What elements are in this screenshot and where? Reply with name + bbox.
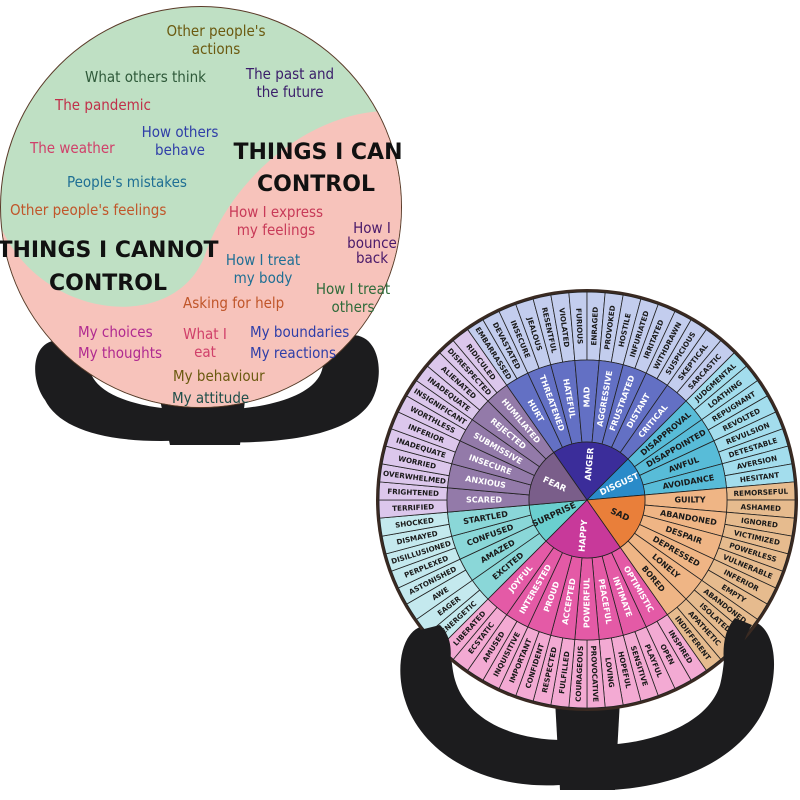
can-control-item: back: [356, 249, 388, 267]
can-control-item: How I treat: [226, 251, 300, 269]
outer-feeling-label: LOVING: [603, 657, 616, 688]
right-stand-front: [420, 618, 752, 690]
middle-feeling-label: MAD: [583, 386, 592, 407]
feelings-wheel: EMBARRASSEDDEVASTATEDINSECUREJEALOUSRESE…: [376, 289, 798, 711]
cannot-control-item: Other people's: [166, 22, 265, 40]
core-emotion-segment: [553, 441, 629, 501]
middle-feeling-label: POWERFUL: [583, 578, 592, 628]
outer-feeling-label: ASHAMED: [740, 502, 781, 513]
core-emotion-segment: [528, 451, 588, 506]
can-control-item: My boundaries: [250, 323, 349, 341]
cannot-control-item: The past and: [245, 65, 334, 83]
can-control-item: eat: [194, 343, 216, 361]
cannot-control-item: the future: [256, 83, 323, 101]
can-control-item: Asking for help: [183, 294, 284, 312]
left-plaque-stand: [35, 335, 379, 445]
outer-feeling-label: REMORSEFUL: [733, 487, 788, 498]
cannot-control-item: People's mistakes: [67, 173, 187, 191]
cannot-control-item: The weather: [29, 139, 115, 157]
can-control-item: How I express: [229, 203, 323, 221]
can-control-region: [1, 110, 401, 407]
can-control-item: my feelings: [237, 221, 315, 239]
outer-feeling-label: ENRAGED: [589, 307, 600, 346]
cannot-control-item: Other people's feelings: [10, 201, 166, 219]
can-control-item: My behaviour: [173, 367, 265, 385]
can-control-item: How I: [353, 219, 391, 237]
cannot-control-item: behave: [155, 141, 205, 159]
core-emotion-segment: [545, 499, 621, 559]
cannot-control-item: actions: [192, 40, 241, 58]
core-emotion-segment: [586, 494, 646, 549]
can-control-item: My reactions: [250, 344, 336, 362]
cannot-control-item: How others: [142, 123, 219, 141]
can-control-title-line2: CONTROL: [257, 172, 375, 197]
can-control-item: My choices: [78, 323, 153, 341]
can-control-item: others: [332, 298, 375, 316]
outer-feeling-label: FRIGHTENED: [387, 487, 439, 498]
middle-feeling-label: SCARED: [466, 496, 502, 505]
can-control-title: THINGS I CAN: [233, 140, 402, 165]
cannot-control-item: The pandemic: [54, 96, 151, 114]
can-control-item: How I treat: [316, 280, 390, 298]
can-control-item: my body: [234, 269, 293, 287]
outer-feeling-label: TERRIFIED: [392, 502, 434, 513]
cannot-control-title-line2: CONTROL: [49, 271, 167, 296]
core-emotion-label: ANGER: [584, 447, 597, 481]
can-control-item: bounce: [347, 234, 397, 252]
cannot-control-title: THINGS I CANNOT: [0, 238, 219, 263]
can-control-item: My attitude: [172, 389, 249, 407]
outer-feeling-label: COURAGEOUS: [574, 646, 585, 703]
cannot-control-item: What others think: [85, 68, 206, 86]
can-control-item: My thoughts: [78, 344, 162, 362]
can-control-item: What I: [183, 325, 227, 343]
outer-feeling-label: FURIOUS: [574, 308, 585, 344]
outer-feeling-label: PROVOCATIVE: [589, 645, 600, 702]
middle-feeling-label: GUILTY: [674, 496, 705, 505]
core-emotion-label: HAPPY: [577, 518, 590, 552]
